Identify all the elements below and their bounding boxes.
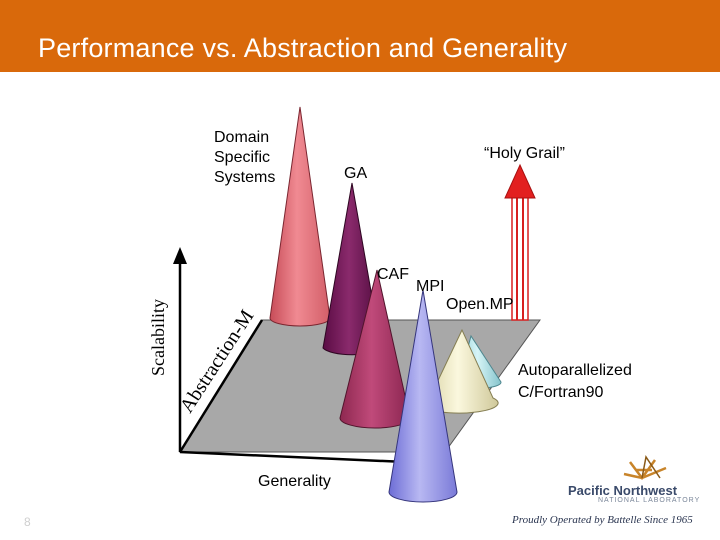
slide-number: 8	[24, 515, 31, 529]
label-domain-specific-systems: Domain Specific Systems	[214, 128, 304, 188]
scalability-axis-label: Scalability	[148, 299, 169, 376]
pnnl-logo-icon	[624, 457, 666, 478]
org-name: Pacific Northwest	[568, 483, 677, 498]
label-caf: CAF	[377, 266, 409, 284]
generality-axis-label: Generality	[258, 473, 331, 491]
label-holy-grail: “Holy Grail”	[484, 145, 565, 163]
label-autoparallelized-line2: C/Fortran90	[518, 382, 632, 404]
label-autoparallelized: Autoparallelized C/Fortran90	[518, 360, 632, 404]
org-tagline: Proudly Operated by Battelle Since 1965	[512, 514, 693, 526]
label-autoparallelized-line1: Autoparallelized	[518, 360, 632, 382]
generality-axis	[180, 452, 428, 463]
org-subtitle: NATIONAL LABORATORY	[598, 497, 700, 504]
label-ga: GA	[344, 165, 367, 183]
label-mpi: MPI	[416, 278, 444, 296]
scalability-arrowhead	[173, 247, 187, 264]
label-openmp: Open.MP	[446, 296, 514, 314]
